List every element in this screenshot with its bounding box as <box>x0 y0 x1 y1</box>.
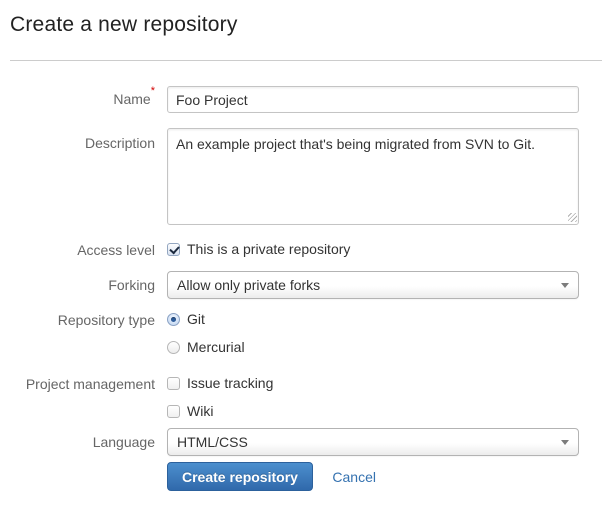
git-radio[interactable] <box>167 312 180 326</box>
language-select-value: HTML/CSS <box>177 434 248 450</box>
language-label: Language <box>92 434 155 450</box>
chevron-down-icon <box>561 440 569 445</box>
cancel-link[interactable]: Cancel <box>332 468 376 485</box>
mercurial-radio-label[interactable]: Mercurial <box>187 339 245 355</box>
repository-type-row: Repository type Git Mercurial <box>10 311 602 355</box>
git-radio-label[interactable]: Git <box>187 311 205 327</box>
project-management-row: Project management Issue tracking Wiki <box>10 375 602 419</box>
project-management-label: Project management <box>25 376 155 392</box>
name-label: Name* <box>113 85 155 108</box>
private-repository-checkbox-label[interactable]: This is a private repository <box>187 241 351 257</box>
issue-tracking-checkbox[interactable] <box>167 376 180 390</box>
required-asterisk: * <box>150 85 155 97</box>
access-level-label: Access level <box>77 242 155 258</box>
page-title: Create a new repository <box>10 13 238 36</box>
resize-handle-icon[interactable] <box>568 213 577 222</box>
wiki-checkbox[interactable] <box>167 404 180 418</box>
description-label: Description <box>84 135 155 151</box>
actions-row: Create repository Cancel <box>10 462 602 491</box>
forking-row: Forking Allow only private forks <box>10 271 602 299</box>
description-textarea[interactable]: An example project that's being migrated… <box>167 128 579 225</box>
name-input[interactable] <box>167 86 579 113</box>
chevron-down-icon <box>561 283 569 288</box>
mercurial-radio[interactable] <box>167 340 180 354</box>
language-select[interactable]: HTML/CSS <box>167 428 579 456</box>
repository-type-label: Repository type <box>57 312 155 328</box>
access-level-row: Access level This is a private repositor… <box>10 241 602 258</box>
private-repository-checkbox[interactable] <box>167 242 180 256</box>
name-row: Name* <box>10 86 602 113</box>
create-repository-button[interactable]: Create repository <box>167 462 313 491</box>
wiki-checkbox-label[interactable]: Wiki <box>187 403 214 419</box>
description-row: Description An example project that's be… <box>10 128 602 225</box>
issue-tracking-checkbox-label[interactable]: Issue tracking <box>187 375 274 391</box>
forking-select-value: Allow only private forks <box>177 277 321 293</box>
forking-select[interactable]: Allow only private forks <box>167 271 579 299</box>
forking-label: Forking <box>108 277 155 293</box>
divider <box>10 60 602 61</box>
language-row: Language HTML/CSS <box>10 428 602 456</box>
create-repository-form: Name* Description An example project tha… <box>0 86 612 491</box>
